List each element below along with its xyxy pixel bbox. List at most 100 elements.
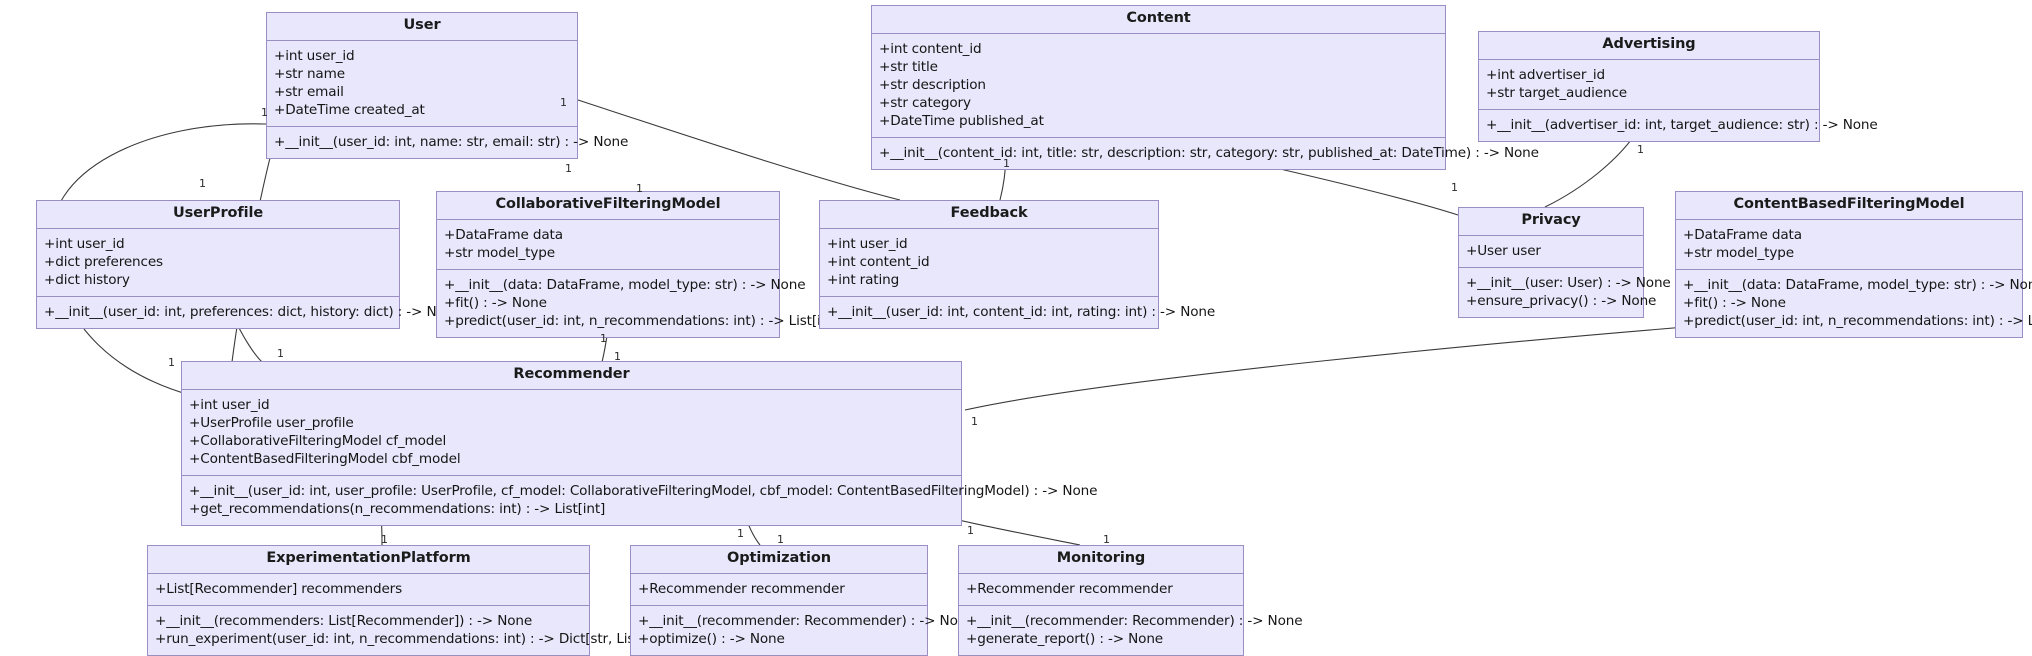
uml-class-cbfmodel[interactable]: ContentBasedFilteringModel+DataFrame dat…: [1675, 191, 2032, 339]
multiplicity-label: 1: [1103, 533, 1110, 546]
uml-attribute: +dict preferences: [44, 254, 163, 271]
uml-class-title: CollaborativeFilteringModel: [437, 192, 779, 220]
uml-attribute: +int advertiser_id: [1486, 66, 1606, 83]
uml-attribute: +int rating: [827, 272, 900, 289]
multiplicity-label: 1: [971, 415, 978, 428]
uml-method: +optimize() : -> None: [638, 631, 785, 648]
uml-method: +fit() : -> None: [444, 295, 547, 312]
multiplicity-label: 1: [614, 350, 621, 363]
uml-class-content[interactable]: Content +int content_id +str title+str des…: [871, 5, 1539, 171]
uml-methods-section: +__init__(recommender: Recommender) : ->…: [959, 606, 1303, 655]
uml-attributes-section: +int user_id +int content_id+int rating: [820, 229, 1158, 298]
uml-class-userprofile[interactable]: UserProfile +int user_id +dict preferences…: [36, 200, 462, 330]
uml-attributes-section: +User user: [1459, 236, 1643, 269]
uml-method: +get_recommendations(n_recommendations: …: [189, 501, 606, 518]
uml-class-experimentation[interactable]: ExperimentationPlatform+List[Recommender…: [147, 545, 673, 656]
uml-attribute: +Recommender recommender: [966, 580, 1173, 597]
multiplicity-label: 1: [277, 347, 284, 360]
uml-class-privacy[interactable]: Privacy+User user+__init__(user: User) :…: [1458, 207, 1671, 319]
uml-class-cfmodel[interactable]: CollaborativeFilteringModel+DataFrame da…: [436, 191, 840, 339]
uml-methods-section: +__init__(content_id: int, title: str, d…: [872, 138, 1539, 169]
uml-class-title: Optimization: [631, 546, 927, 574]
uml-methods-section: +__init__(data: DataFrame, model_type: s…: [437, 270, 840, 337]
uml-method: +__init__(recommender: Recommender) : ->…: [966, 613, 1303, 630]
uml-method: +__init__(recommender: Recommender) : ->…: [638, 613, 975, 630]
uml-class-title: UserProfile: [37, 201, 399, 229]
multiplicity-label: 1: [600, 332, 607, 345]
multiplicity-label: 1: [777, 533, 784, 546]
uml-method: +__init__(user_id: int, content_id: int,…: [827, 304, 1216, 321]
uml-attribute: +DataFrame data: [1683, 226, 1802, 243]
uml-attribute: +int user_id: [274, 47, 355, 64]
uml-method: +generate_report() : -> None: [966, 631, 1163, 648]
uml-method: +__init__(recommenders: List[Recommender…: [155, 613, 533, 630]
uml-method: +__init__(content_id: int, title: str, d…: [879, 145, 1539, 162]
multiplicity-label: 1: [737, 527, 744, 540]
uml-class-recommender[interactable]: Recommender +int user_id +UserProfile user…: [181, 361, 1097, 527]
uml-attributes-section: +DataFrame data+str model_type: [437, 220, 779, 271]
uml-attribute: +int content_id: [827, 254, 930, 271]
uml-attribute: +DateTime created_at: [274, 102, 425, 119]
uml-class-title: Recommender: [182, 362, 961, 390]
uml-class-user[interactable]: User +int user_id +str name+str email+Date…: [266, 12, 629, 160]
uml-attributes-section: +int advertiser_id +str target_audience: [1479, 60, 1819, 111]
uml-attributes-section: +int user_id +dict preferences+dict histo…: [37, 229, 399, 298]
uml-method: +__init__(user_id: int, preferences: dic…: [44, 304, 462, 321]
uml-attribute: +UserProfile user_profile: [189, 415, 354, 432]
uml-method: +__init__(data: DataFrame, model_type: s…: [444, 277, 806, 294]
uml-attribute: +List[Recommender] recommenders: [155, 580, 403, 597]
uml-class-title: Feedback: [820, 201, 1158, 229]
uml-attribute: +int user_id: [827, 235, 908, 252]
uml-methods-section: +__init__(user_id: int, user_profile: Us…: [182, 476, 1097, 525]
uml-method: +ensure_privacy() : -> None: [1466, 293, 1657, 310]
multiplicity-label: 1: [1637, 143, 1644, 156]
multiplicity-label: 1: [560, 96, 567, 109]
uml-attributes-section: +int user_id +str name+str email+DateTime…: [267, 41, 577, 128]
uml-method: +fit() : -> None: [1683, 295, 1786, 312]
uml-attribute: +str title: [879, 59, 938, 76]
uml-class-title: User: [267, 13, 577, 41]
uml-attributes-section: +Recommender recommender: [959, 574, 1243, 607]
uml-attribute: +str category: [879, 95, 971, 112]
uml-attribute: +User user: [1466, 242, 1541, 259]
association-edge: [577, 99, 901, 201]
uml-attribute: +CollaborativeFilteringModel cf_model: [189, 433, 447, 450]
uml-attribute: +Recommender recommender: [638, 580, 845, 597]
multiplicity-label: 1: [168, 356, 175, 369]
uml-class-monitoring[interactable]: Monitoring+Recommender recommender+__ini…: [958, 545, 1303, 656]
uml-method: +__init__(user_id: int, name: str, email…: [274, 134, 629, 151]
uml-class-optimization[interactable]: Optimization +Recommender recommender +__i…: [630, 545, 975, 656]
multiplicity-label: 1: [565, 162, 572, 175]
uml-method: +__init__(data: DataFrame, model_type: s…: [1683, 277, 2032, 294]
uml-attribute: +str email: [274, 84, 344, 101]
uml-class-advertising[interactable]: Advertising +int advertiser_id +str target…: [1478, 31, 1878, 143]
uml-methods-section: +__init__(advertiser_id: int, target_aud…: [1479, 110, 1878, 141]
uml-attribute: +str description: [879, 77, 986, 94]
uml-methods-section: +__init__(recommenders: List[Recommender…: [148, 606, 673, 655]
uml-class-feedback[interactable]: Feedback +int user_id +int content_id+int …: [819, 200, 1216, 330]
uml-attributes-section: +int user_id+UserProfile user_profile+Co…: [182, 390, 961, 477]
multiplicity-label: 1: [381, 533, 388, 546]
uml-method: +__init__(advertiser_id: int, target_aud…: [1486, 117, 1878, 134]
uml-attribute: +dict history: [44, 272, 130, 289]
multiplicity-label: 1: [261, 106, 268, 119]
uml-attribute: +str name: [274, 66, 345, 83]
uml-class-title: Content: [872, 6, 1445, 34]
uml-attribute: +int user_id: [44, 235, 125, 252]
multiplicity-label: 1: [636, 182, 643, 195]
multiplicity-label: 1: [199, 177, 206, 190]
uml-attribute: +DataFrame data: [444, 226, 563, 243]
multiplicity-label: 1: [1451, 181, 1458, 194]
uml-method: +predict(user_id: int, n_recommendations…: [444, 313, 840, 330]
uml-class-title: Privacy: [1459, 208, 1643, 236]
uml-attribute: +int user_id: [189, 396, 270, 413]
uml-method: +run_experiment(user_id: int, n_recommen…: [155, 631, 673, 648]
uml-class-title: ContentBasedFilteringModel: [1676, 192, 2022, 220]
uml-attribute: +str target_audience: [1486, 85, 1628, 102]
uml-class-title: Advertising: [1479, 32, 1819, 60]
uml-attribute: +int content_id: [879, 40, 982, 57]
uml-attribute: +ContentBasedFilteringModel cbf_model: [189, 451, 461, 468]
uml-attribute: +str model_type: [1683, 245, 1794, 262]
uml-attributes-section: +DataFrame data +str model_type: [1676, 220, 2022, 271]
